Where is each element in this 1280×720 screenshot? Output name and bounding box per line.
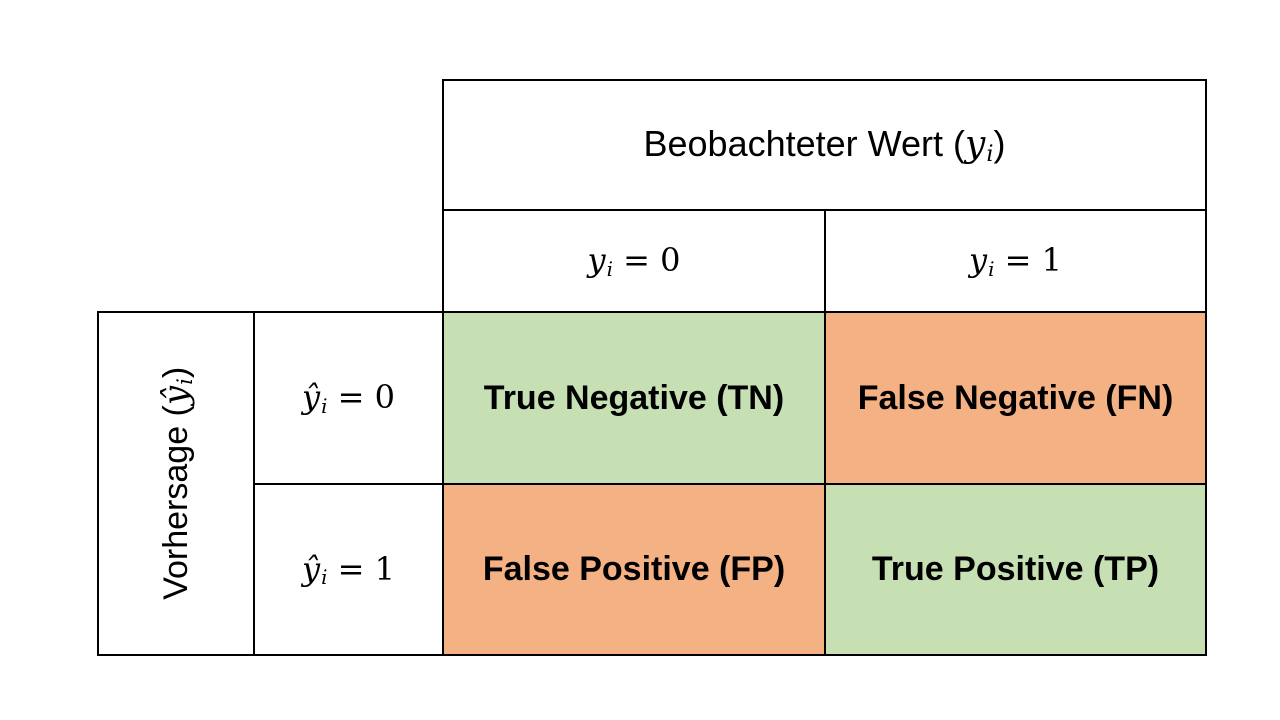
- observed-header-var: y: [965, 124, 986, 166]
- row-header-yhat-equals-1: ŷi = 1: [253, 483, 442, 656]
- false-negative-label: False Negative (FN): [857, 378, 1174, 417]
- prediction-header-prefix: Vorhersage (: [156, 405, 195, 600]
- row0-equation: = 0: [327, 378, 395, 417]
- observed-value-header: Beobachteter Wert (yi): [442, 79, 1207, 209]
- false-positive-label: False Positive (FP): [482, 550, 786, 588]
- observed-value-header-label: Beobachteter Wert (yi): [644, 123, 1006, 167]
- col1-var: y: [969, 241, 988, 280]
- true-negative-label: True Negative (TN): [483, 378, 785, 417]
- row1-subscript: i: [321, 566, 328, 590]
- column-header-y-equals-0: yi = 0: [442, 209, 824, 311]
- prediction-header-label: Vorhersage (ŷi): [156, 367, 197, 600]
- observed-header-subscript: i: [986, 140, 994, 167]
- column-header-y-equals-1: yi = 1: [824, 209, 1207, 311]
- col1-equation: = 1: [994, 241, 1062, 280]
- prediction-header-suffix: ): [156, 367, 195, 379]
- row-header-yhat-equals-1-label: ŷi = 1: [302, 550, 395, 589]
- prediction-header: Vorhersage (ŷi): [97, 311, 253, 656]
- prediction-header-subscript: i: [171, 378, 197, 386]
- row1-var: ŷ: [302, 549, 321, 588]
- observed-header-prefix: Beobachteter Wert (: [643, 123, 966, 165]
- column-header-y-equals-1-label: yi = 1: [969, 241, 1062, 280]
- prediction-header-var: ŷ: [155, 386, 196, 406]
- col1-subscript: i: [988, 257, 995, 281]
- false-positive-cell: False Positive (FP): [442, 483, 824, 656]
- false-negative-cell: False Negative (FN): [824, 311, 1207, 483]
- true-positive-label: True Positive (TP): [871, 550, 1160, 588]
- col0-subscript: i: [606, 257, 613, 281]
- col0-equation: = 0: [612, 241, 681, 280]
- row0-var: ŷ: [302, 378, 321, 417]
- row-header-yhat-equals-0: ŷi = 0: [253, 311, 442, 483]
- row-header-yhat-equals-0-label: ŷi = 0: [302, 378, 395, 417]
- col0-var: y: [587, 241, 606, 280]
- observed-header-suffix: ): [993, 123, 1006, 165]
- row1-equation: = 1: [327, 549, 395, 588]
- true-positive-cell: True Positive (TP): [824, 483, 1207, 656]
- row0-subscript: i: [321, 394, 328, 418]
- column-header-y-equals-0-label: yi = 0: [588, 241, 681, 280]
- true-negative-cell: True Negative (TN): [442, 311, 824, 483]
